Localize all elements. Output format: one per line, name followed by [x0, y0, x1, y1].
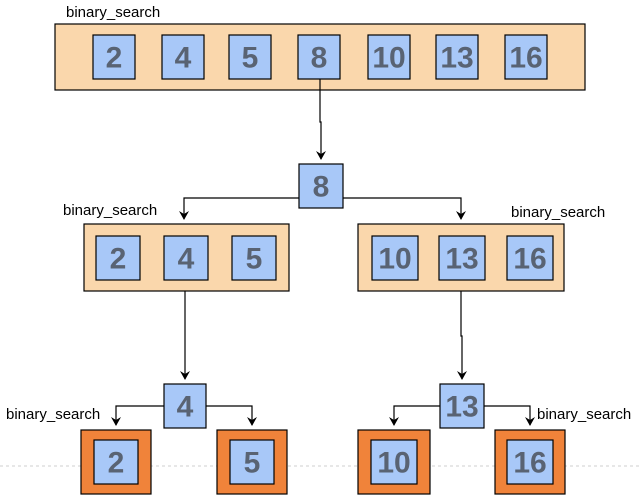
- leaf-node-4: 16: [494, 429, 566, 495]
- leaf-node-3-value: 10: [377, 447, 410, 480]
- root-cell-1-value: 4: [175, 42, 192, 75]
- edge-pivot-to-right-array: [343, 197, 466, 220]
- left-cell-0: 2: [95, 235, 141, 281]
- edge-pivot13-to-leaf-left: [389, 405, 440, 426]
- root-cell-2: 5: [228, 34, 272, 80]
- root-cell-3: 8: [297, 34, 341, 80]
- edge-right-array-to-pivot: [457, 291, 467, 380]
- root-cell-5: 13: [435, 34, 479, 80]
- leaf-node-2-value: 5: [244, 447, 261, 480]
- pivot-left-node: 4: [163, 383, 207, 429]
- edge-pivot-to-left-array: [179, 197, 299, 220]
- pivot-root-node: 8: [298, 163, 344, 209]
- leaf-node-1: 2: [80, 429, 152, 495]
- root-cell-1: 4: [161, 34, 205, 80]
- right-cell-0-value: 10: [378, 243, 411, 276]
- left-cell-2: 5: [231, 235, 277, 281]
- left-cell-1-value: 4: [178, 243, 195, 276]
- root-cell-0: 2: [92, 34, 136, 80]
- edge-pivot13-to-leaf-right: [484, 405, 535, 426]
- root-cell-4-value: 10: [372, 42, 405, 75]
- edge-pivot4-to-leaf-right: [206, 405, 257, 426]
- root-cell-6-value: 16: [509, 42, 542, 75]
- leaf-node-2: 5: [216, 429, 288, 495]
- right-leaf-label: binary_search: [537, 406, 631, 423]
- root-array-label: binary_search: [66, 4, 160, 21]
- root-cell-3-value: 8: [311, 42, 328, 75]
- pivot-root-value: 8: [313, 171, 330, 204]
- pivot-left-value: 4: [177, 391, 194, 424]
- edge-pivot4-to-leaf-left: [111, 405, 164, 426]
- left-cell-2-value: 5: [246, 243, 263, 276]
- right-cell-1: 13: [438, 235, 486, 281]
- right-cell-2-value: 16: [513, 243, 546, 276]
- edge-root-to-pivot: [316, 79, 326, 160]
- left-leaf-label: binary_search: [6, 406, 100, 423]
- leaf-node-1-value: 2: [108, 447, 125, 480]
- pivot-right-value: 13: [445, 391, 478, 424]
- right-array-label: binary_search: [511, 204, 605, 221]
- root-cell-6: 16: [504, 34, 548, 80]
- root-cell-2-value: 5: [242, 42, 259, 75]
- left-cell-1: 4: [163, 235, 209, 281]
- left-cell-0-value: 2: [110, 243, 127, 276]
- root-cell-0-value: 2: [106, 42, 123, 75]
- right-cell-1-value: 13: [445, 243, 478, 276]
- leaf-node-4-value: 16: [513, 447, 546, 480]
- pivot-right-node: 13: [439, 383, 485, 429]
- root-cell-4: 10: [367, 34, 411, 80]
- right-cell-2: 16: [506, 235, 554, 281]
- root-cell-5-value: 13: [440, 42, 473, 75]
- right-cell-0: 10: [371, 235, 419, 281]
- left-array-label: binary_search: [63, 202, 157, 219]
- leaf-node-3: 10: [357, 429, 431, 495]
